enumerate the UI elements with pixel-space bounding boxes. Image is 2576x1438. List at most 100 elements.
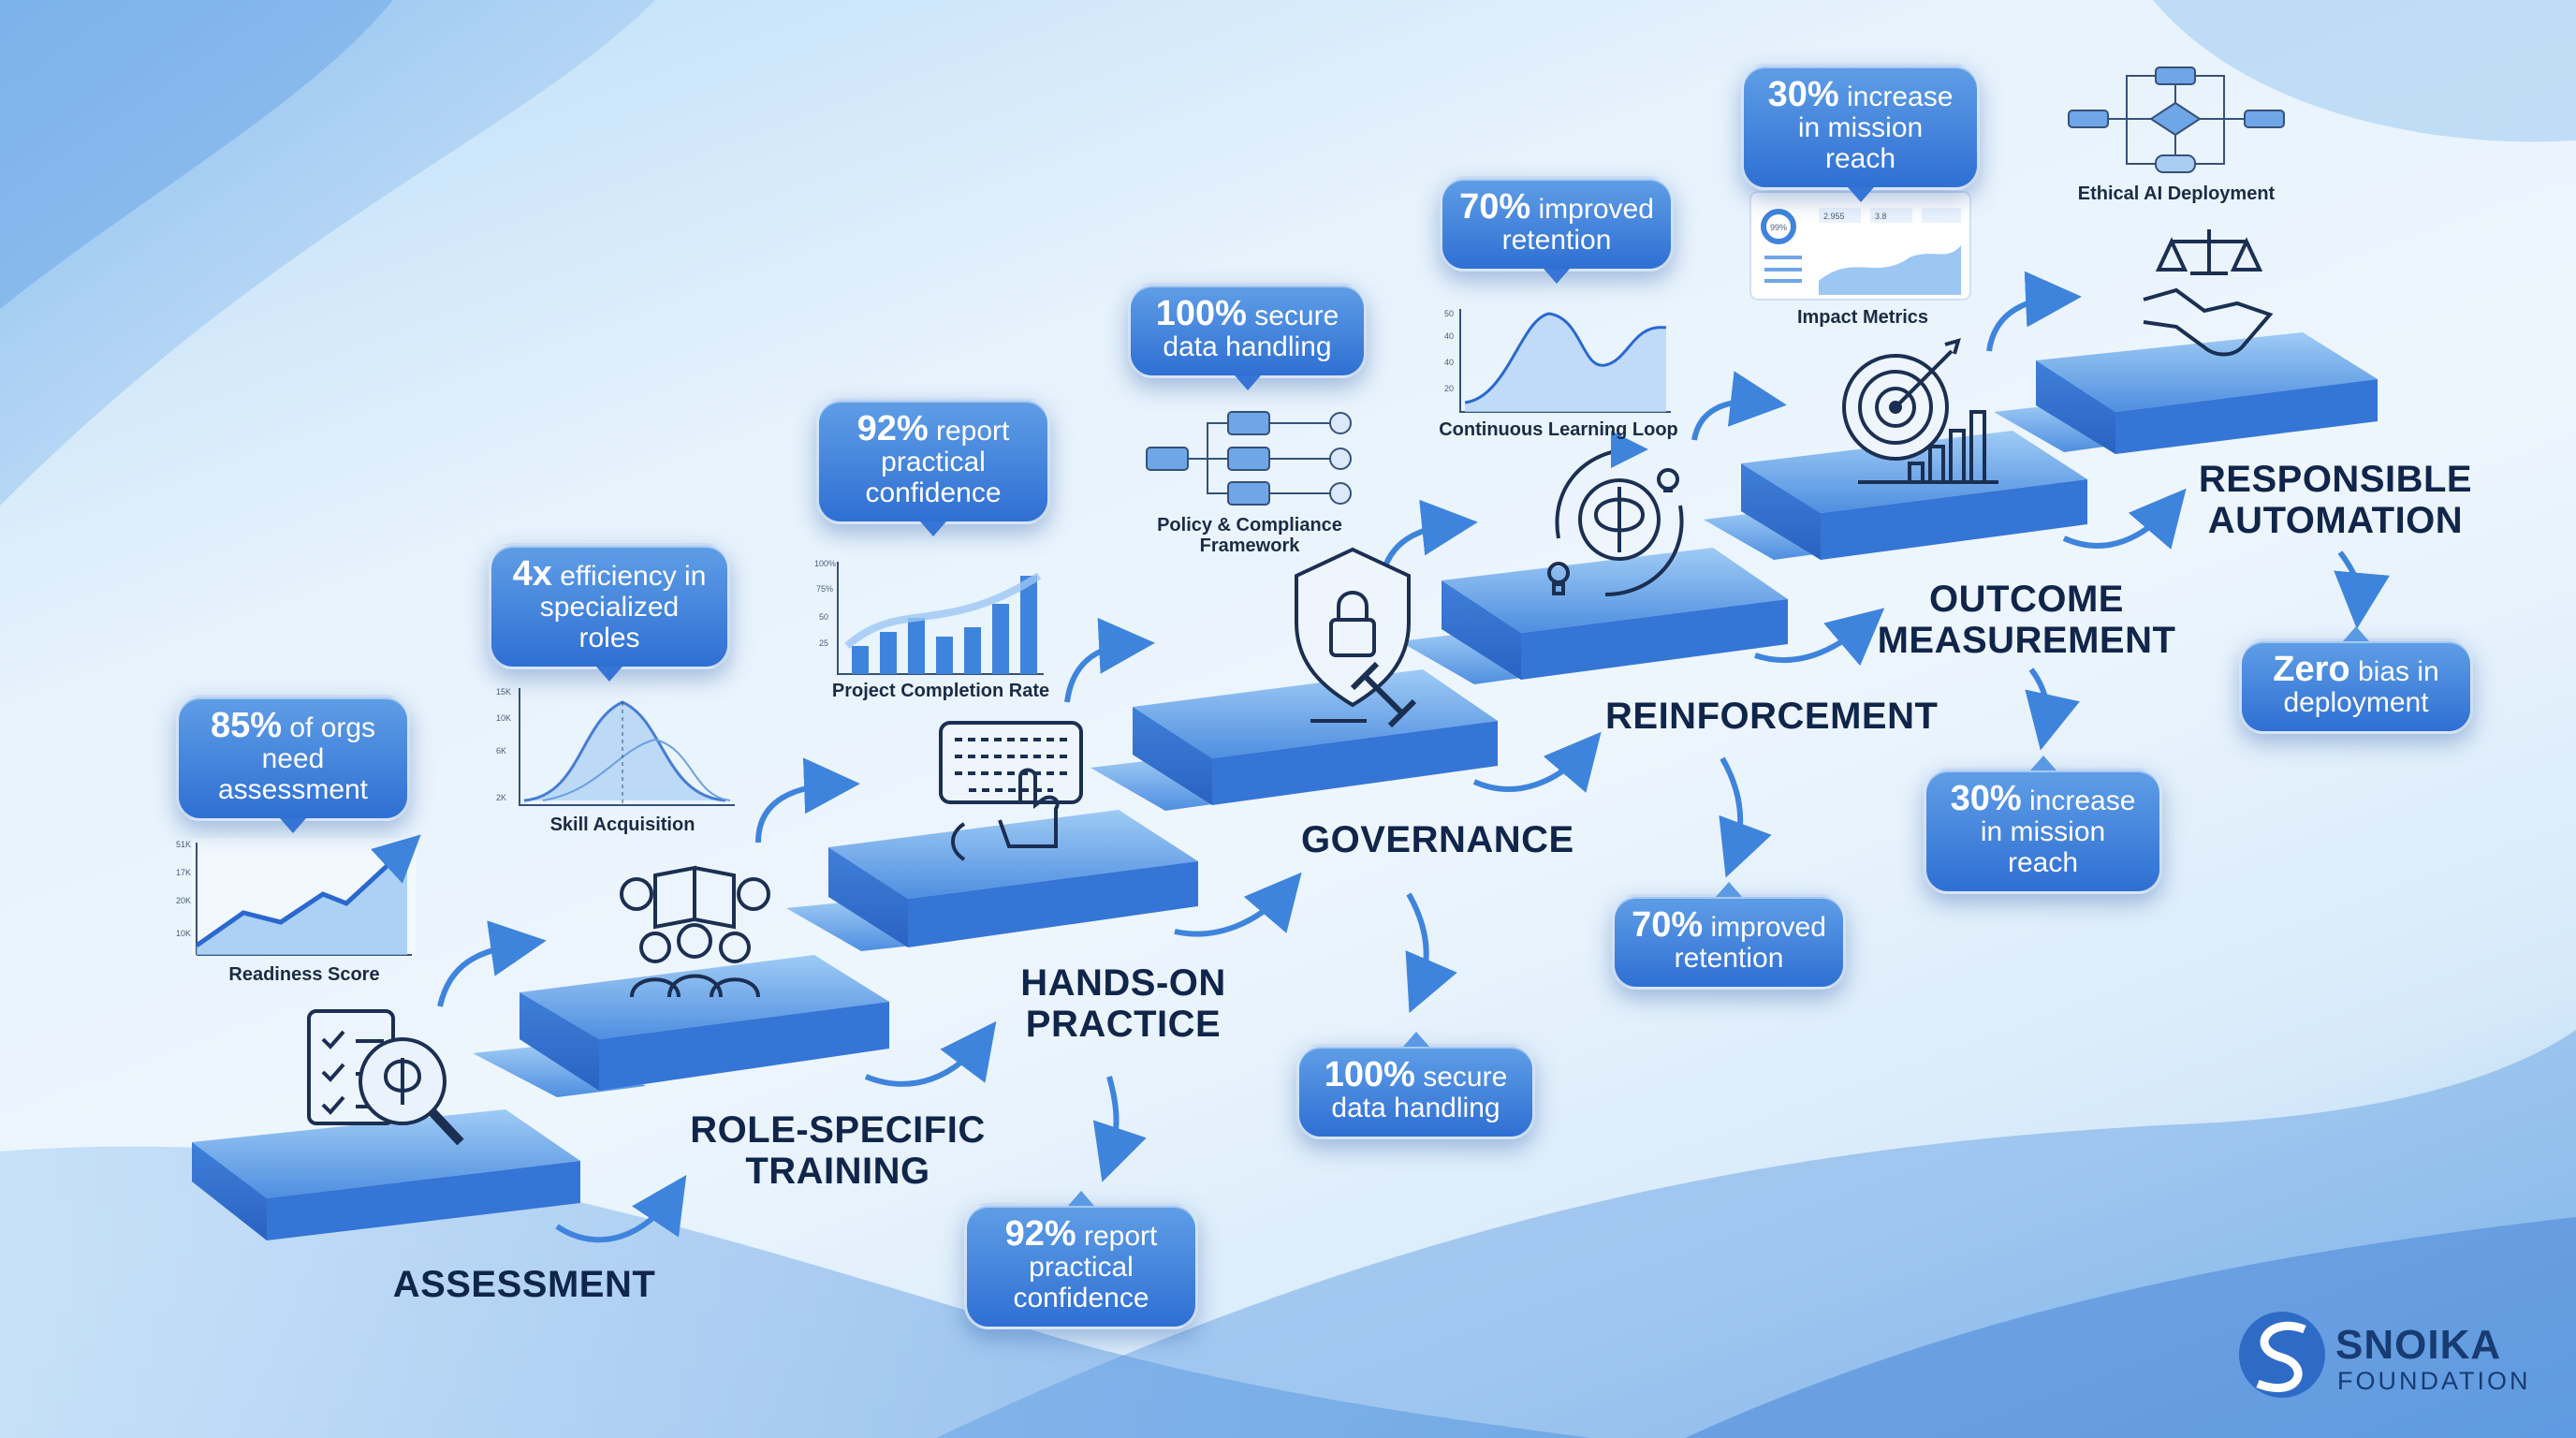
readiness-score-chart	[192, 834, 421, 956]
tick: 17K	[176, 868, 191, 877]
stat-text: practical	[1029, 1252, 1134, 1283]
stat-text: retention	[1501, 225, 1612, 256]
stat-value: 70%	[1632, 905, 1704, 945]
caption-learning-loop: Continuous Learning Loop	[1439, 419, 1678, 440]
callout-outcome-top: 30% increase in mission reach	[1741, 64, 1980, 202]
caption-readiness-score: Readiness Score	[228, 964, 380, 985]
team-book-icon	[620, 865, 770, 998]
callout-assessment: 85% of orgs need assessment	[176, 695, 410, 833]
stat-text: confidence	[1013, 1283, 1149, 1313]
tick: 20K	[176, 896, 191, 905]
stage-label-reinforcement: REINFORCEMENT	[1605, 696, 1939, 737]
tick: 50	[1444, 309, 1454, 318]
callout-reinforcement-top: 70% improved retention	[1440, 176, 1674, 284]
stat-value: 70%	[1459, 187, 1531, 227]
impact-metrics-dashboard	[1749, 191, 1971, 301]
caption-skill-acquisition: Skill Acquisition	[549, 814, 695, 835]
stat-value: 100%	[1324, 1055, 1415, 1094]
tick: 3.8	[1875, 212, 1887, 221]
learning-loop-chart	[1459, 309, 1671, 413]
tick: 100%	[814, 559, 836, 568]
keyboard-hand-icon	[939, 721, 1083, 861]
brain-cycle-icon	[1547, 431, 1684, 596]
step-role-training	[473, 955, 889, 1097]
tick: 2.955	[1823, 212, 1845, 221]
stat-value: 30%	[1950, 779, 2022, 818]
project-completion-chart	[837, 562, 1044, 675]
stat-text: increase	[1838, 81, 1954, 112]
step-reinforcement	[1399, 548, 1788, 684]
stat-text: retention	[1674, 943, 1784, 974]
tick: 2K	[496, 793, 506, 802]
tick: 99%	[1770, 223, 1787, 232]
stage-label-assessment: ASSESSMENT	[392, 1264, 656, 1305]
logo-name: SNOIKA	[2335, 1322, 2502, 1368]
stat-value: 100%	[1155, 294, 1247, 333]
callout-responsible: Zero bias in deployment	[2239, 626, 2473, 734]
tick: 10K	[176, 929, 191, 938]
tick: 6K	[496, 746, 506, 756]
snoika-logo-icon	[2239, 1312, 2325, 1398]
step-governance	[1090, 669, 1498, 811]
caption-project-completion: Project Completion Rate	[831, 681, 1050, 701]
stat-text: need assessment	[217, 743, 369, 805]
stat-text: efficiency in	[551, 561, 707, 592]
stage-label-hands-on: HANDS-ON PRACTICE	[1020, 962, 1226, 1045]
caption-impact-metrics: Impact Metrics	[1796, 307, 1929, 328]
stage-label-role-training: ROLE-SPECIFIC TRAINING	[690, 1109, 986, 1192]
stat-value: 92%	[856, 409, 929, 448]
policy-flow-diagram	[1146, 411, 1352, 506]
stat-text: data handling	[1163, 331, 1332, 362]
tick: 75%	[816, 584, 833, 594]
tick: 25	[819, 638, 828, 648]
shield-lock-gavel-icon	[1295, 547, 1417, 728]
callout-governance-bottom: 100% secure data handling	[1296, 1032, 1535, 1139]
callout-reinforcement-bottom: 70% improved retention	[1612, 882, 1846, 990]
tick: 51K	[176, 840, 191, 849]
step-responsible	[1994, 332, 2378, 454]
tick: 40	[1444, 358, 1454, 367]
stage-label-responsible: RESPONSIBLE AUTOMATION	[2198, 459, 2473, 541]
step-outcome	[1704, 431, 2087, 560]
stat-text: improved	[1530, 194, 1654, 225]
stat-text: of orgs	[282, 712, 376, 743]
stage-label-outcome: OUTCOME MEASUREMENT	[1877, 579, 2176, 661]
stat-value: 4x	[512, 554, 552, 594]
stat-text: confidence	[865, 477, 1002, 508]
tick: 40	[1444, 331, 1454, 341]
stat-text: in mission reach	[1980, 816, 2106, 878]
tick: 10K	[496, 713, 511, 723]
callout-handson-bottom: 92% report practical confidence	[964, 1191, 1198, 1329]
stat-text: in mission reach	[1797, 112, 1924, 174]
callout-role: 4x efficiency in specialized roles	[489, 543, 730, 682]
tick: 20	[1444, 384, 1454, 393]
ethical-flow-diagram	[2068, 66, 2285, 173]
caption-policy-framework: Policy & Compliance Framework	[1157, 515, 1342, 556]
stat-text: report	[1076, 1221, 1158, 1252]
stat-text: practical	[881, 447, 986, 477]
callout-governance-top: 100% secure data handling	[1128, 283, 1367, 390]
step-assessment	[192, 1109, 580, 1240]
tick: 15K	[496, 687, 511, 697]
stat-text: bias in	[2349, 656, 2439, 687]
skill-acquisition-chart	[519, 688, 735, 806]
tick: 50	[819, 612, 828, 622]
stat-text: secure	[1414, 1062, 1508, 1093]
stat-text: improved	[1703, 912, 1826, 943]
stat-text: data handling	[1331, 1093, 1500, 1123]
stat-value: 85%	[210, 706, 282, 745]
callout-handson-top: 92% report practical confidence	[816, 398, 1050, 536]
stat-text: secure	[1246, 301, 1339, 331]
flow-arrows	[437, 271, 2390, 1243]
target-growth-icon	[1842, 338, 1998, 484]
checklist-brain-icon	[307, 1009, 464, 1146]
stat-value: Zero	[2273, 650, 2350, 689]
stage-label-governance: GOVERNANCE	[1301, 819, 1574, 860]
callout-outcome-bottom: 30% increase in mission reach	[1924, 756, 2162, 894]
stat-value: 92%	[1004, 1214, 1076, 1254]
stat-text: deployment	[2283, 687, 2429, 718]
caption-ethical-ai: Ethical AI Deployment	[2077, 183, 2276, 204]
stat-value: 30%	[1767, 75, 1839, 114]
stat-text: specialized roles	[539, 592, 680, 653]
